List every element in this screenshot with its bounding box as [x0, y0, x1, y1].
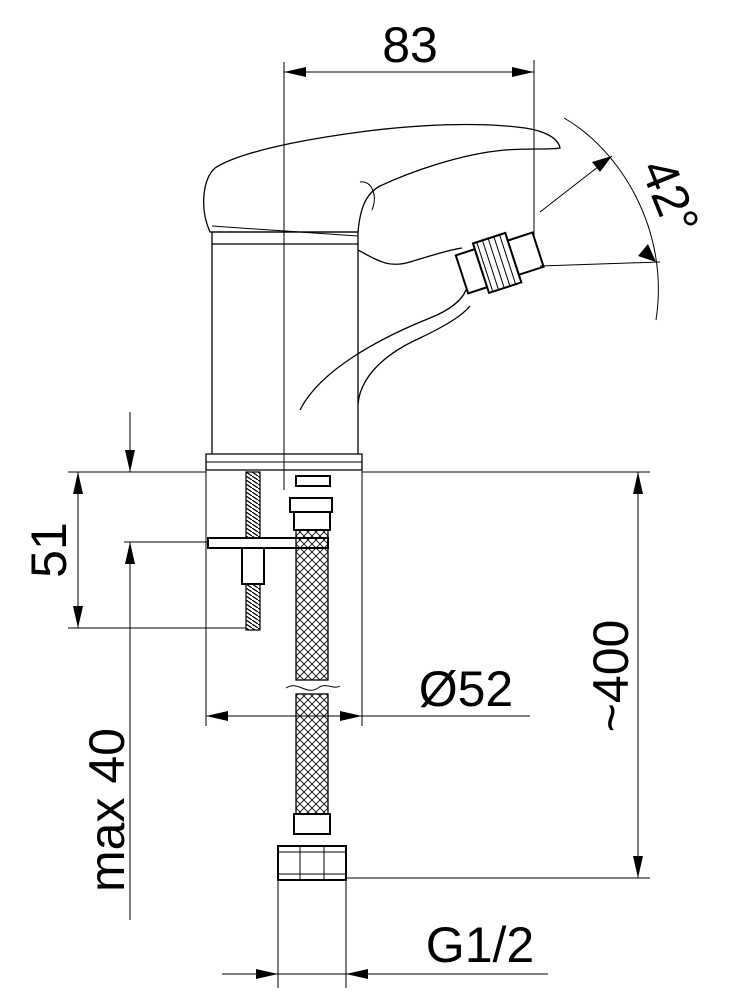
hose-nut — [277, 845, 347, 881]
dim-thread-label: G1/2 — [426, 917, 534, 973]
spout — [299, 247, 471, 411]
dim-deck-height-label: 51 — [21, 522, 77, 578]
dim-thread: G1/2 — [222, 880, 548, 988]
dim-spout-reach-label: 83 — [382, 17, 438, 73]
mounting-stud — [207, 471, 329, 631]
dim-spout-reach: 83 — [284, 17, 535, 236]
dim-max-deck-label: max 40 — [79, 728, 135, 892]
dim-hose-length: ~400 — [346, 471, 650, 879]
lever-handle — [203, 123, 561, 233]
dim-base-diameter-label: Ø52 — [419, 661, 514, 717]
flexible-hose — [277, 475, 347, 881]
dim-deck-height: 51 — [21, 471, 246, 629]
dim-hose-length-label: ~400 — [583, 620, 639, 733]
dim-swivel-angle-label: 42° — [630, 151, 710, 242]
cap-ring — [211, 231, 359, 245]
dim-max-deck: max 40 — [79, 412, 208, 920]
faucet-body — [203, 123, 561, 471]
body-cylinder — [211, 244, 359, 454]
aerator-nozzle — [454, 231, 545, 295]
dim-swivel-angle: 42° — [539, 117, 710, 321]
dim-base-diameter: Ø52 — [205, 470, 530, 726]
